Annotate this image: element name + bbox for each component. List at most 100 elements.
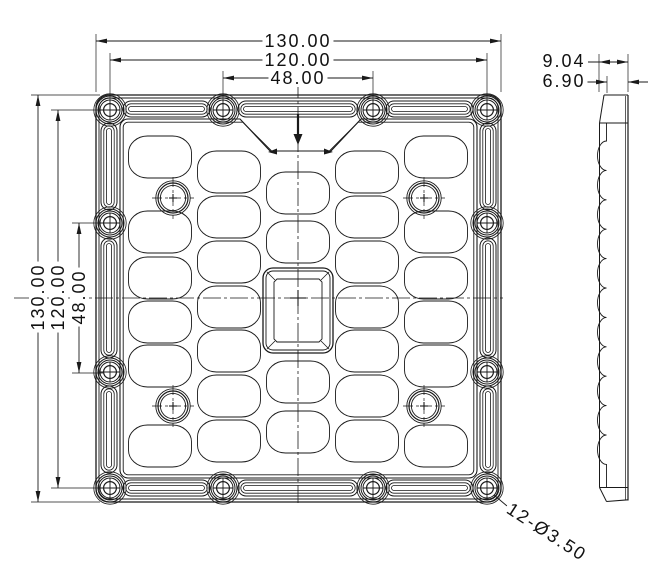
screw-hole-ring	[470, 471, 504, 505]
center-square-bevel	[320, 340, 330, 350]
edge-slot-right	[482, 125, 494, 208]
screw-hole-ring	[476, 212, 498, 234]
dimension-arrowhead	[362, 75, 373, 81]
notch-right-tick	[324, 148, 333, 155]
dimension-arrowhead	[55, 477, 61, 488]
lens-cell	[197, 329, 261, 373]
dimension-arrowhead	[490, 38, 501, 44]
screw-hole-ring	[472, 357, 502, 387]
lens-cell	[404, 424, 468, 468]
side-bottom-left-slant	[599, 487, 607, 502]
screw-hole-ring	[476, 361, 498, 383]
screw-hole-ring	[210, 475, 236, 501]
edge-slot-bottom	[128, 485, 205, 491]
edge-slot-bottom	[391, 485, 468, 491]
lens-cell	[404, 256, 468, 300]
lens-cell	[197, 285, 261, 329]
edge-slot-left	[100, 122, 118, 211]
screw-hole-ring	[476, 477, 498, 499]
center-square-bevel	[266, 271, 276, 281]
dimension-arrowhead	[76, 223, 82, 234]
edge-slot-bottom	[125, 482, 208, 494]
screw-hole-ring	[206, 471, 240, 505]
lens-cell	[197, 374, 261, 418]
screw-hole-ring	[212, 477, 234, 499]
dimension-arrowhead	[596, 79, 607, 85]
dimension-arrowhead	[223, 75, 234, 81]
side-top-left-slant	[599, 94, 605, 124]
edge-slot-top	[391, 106, 468, 112]
plate-outer-edge	[95, 94, 502, 503]
dim-label-side-690: 6.90	[540, 71, 588, 91]
edge-slot-left	[103, 125, 115, 208]
lens-cell	[128, 256, 192, 300]
screw-hole-ring	[362, 477, 384, 499]
screw-hole-ring	[472, 208, 502, 238]
inner-frame-inner-line	[122, 121, 475, 476]
center-square-bevel	[266, 340, 276, 350]
dim-label-side-904: 9.04	[540, 51, 588, 71]
screw-hole-ring	[470, 355, 504, 389]
dimension-arrowhead	[476, 57, 487, 63]
lens-cell	[404, 135, 468, 179]
screw-hole-ring	[474, 210, 500, 236]
dimension-arrowhead	[628, 79, 639, 85]
screw-hole-ring	[93, 355, 127, 389]
plate-outer-edge-inner-line	[98, 97, 499, 500]
hole-note-leader	[493, 494, 508, 507]
lens-cell	[335, 195, 399, 239]
dimension-arrowhead	[55, 110, 61, 121]
dimension-arrowhead	[76, 362, 82, 373]
lens-cell	[197, 419, 261, 463]
lens-cell	[128, 300, 192, 344]
dimension-arrowhead	[35, 95, 41, 106]
lens-cell	[335, 329, 399, 373]
screw-hole-ring	[356, 471, 390, 505]
lens-cell	[335, 150, 399, 194]
dim-label-top-48: 48.00	[268, 68, 328, 88]
edge-slot-bottom	[388, 482, 471, 494]
screw-hole-ring	[360, 475, 386, 501]
edge-slot-right	[482, 388, 494, 471]
inner-frame-outline	[119, 118, 478, 479]
screw-hole-ring	[474, 359, 500, 385]
lens-cell	[128, 344, 192, 388]
dimension-arrowhead	[617, 59, 628, 65]
edge-slot-left	[106, 128, 112, 205]
edge-slot-right	[485, 128, 491, 205]
lens-cell	[404, 300, 468, 344]
edge-slot-left	[106, 391, 112, 468]
dim-label-top-120: 120.00	[262, 50, 334, 70]
screw-hole-ring	[208, 473, 238, 503]
dimension-arrowhead	[35, 491, 41, 502]
side-lens-scallops	[597, 123, 607, 488]
dimension-arrowhead	[96, 38, 107, 44]
edge-slot-bottom	[122, 479, 211, 497]
dimension-arrowhead	[599, 59, 610, 65]
screw-hole-ring	[472, 473, 502, 503]
lens-cell	[197, 195, 261, 239]
lens-cell	[197, 240, 261, 284]
edge-slot-right	[479, 122, 497, 211]
edge-slot-left	[103, 388, 115, 471]
screw-hole-ring	[95, 357, 125, 387]
screw-hole-ring	[470, 206, 504, 240]
lens-cell	[335, 285, 399, 329]
side-bottom-edge	[606, 499, 629, 503]
lens-cell	[128, 210, 192, 254]
lens-cell	[335, 419, 399, 463]
dim-label-left-48: 48.00	[69, 267, 89, 327]
dimension-arrowhead	[110, 57, 121, 63]
lens-cell	[197, 150, 261, 194]
lens-cell	[404, 210, 468, 254]
edge-slot-top	[128, 106, 205, 112]
edge-slot-top	[388, 103, 471, 115]
dim-label-left-120: 120.00	[48, 261, 68, 333]
notch-left-tick	[268, 148, 277, 155]
center-square-bevel	[320, 271, 330, 281]
screw-hole-ring	[97, 359, 123, 385]
dim-label-left-130: 130.00	[28, 261, 48, 333]
screw-hole-ring	[99, 361, 121, 383]
edge-slot-right	[485, 391, 491, 468]
